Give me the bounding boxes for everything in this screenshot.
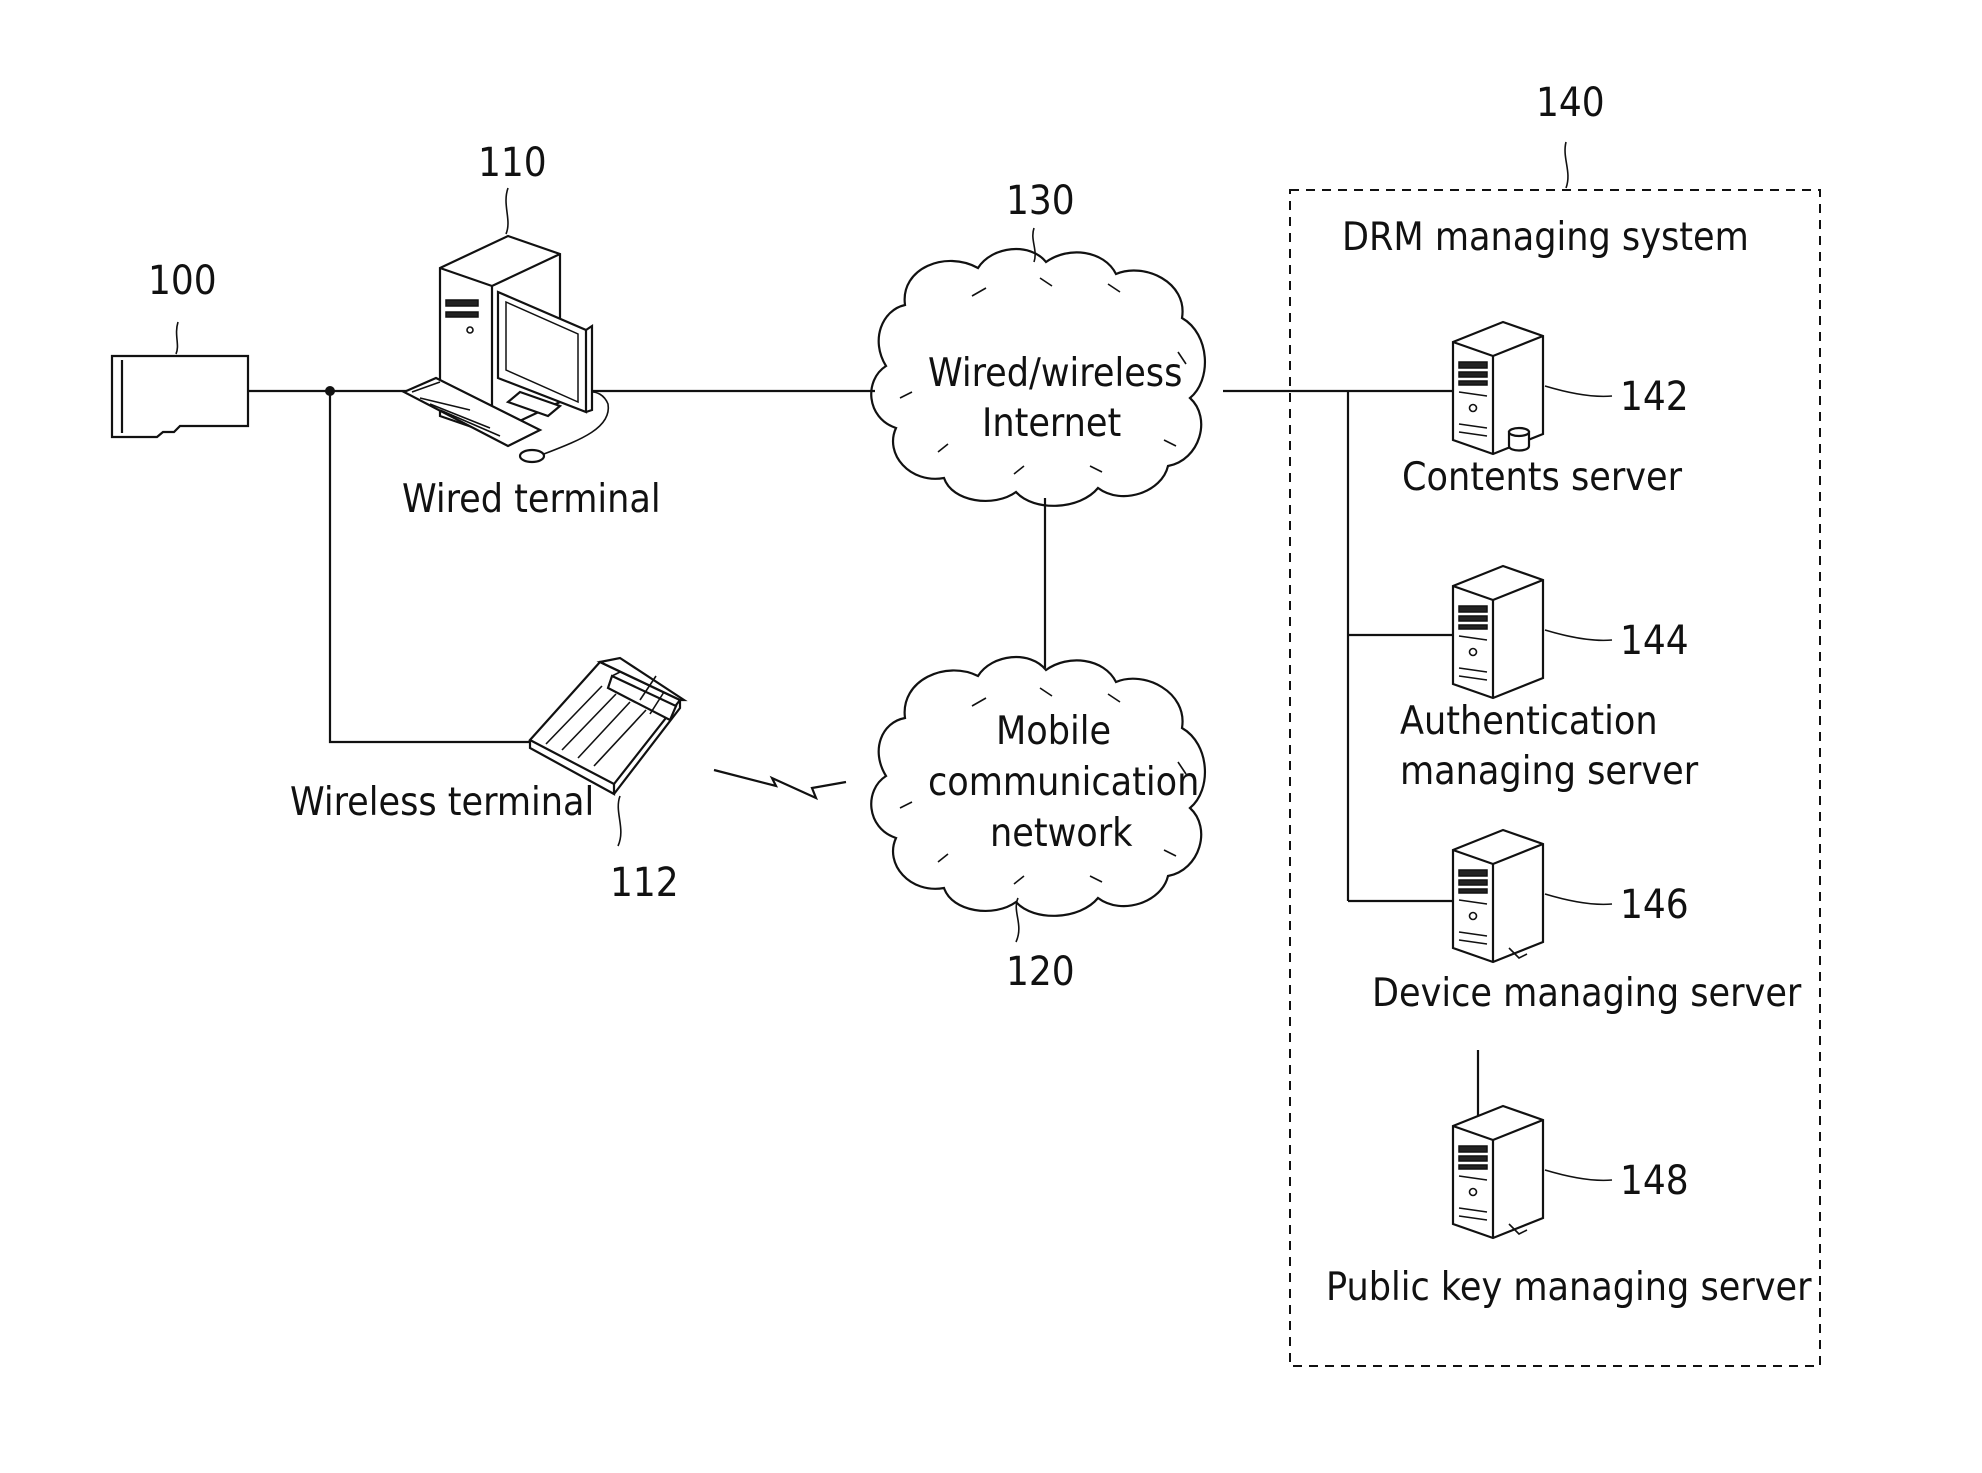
- leader-112: [618, 796, 621, 846]
- server-tower-icon: [1453, 322, 1543, 454]
- ref-device-server: 146: [1620, 882, 1689, 928]
- leader-140: [1565, 142, 1568, 188]
- label-auth-server-line2: managing server: [1400, 749, 1699, 794]
- ref-wireless-terminal: 112: [610, 860, 679, 906]
- lightning-signal-icon: [714, 770, 846, 798]
- label-contents-server: Contents server: [1402, 455, 1683, 500]
- server-tower-icon: [1453, 1106, 1543, 1238]
- leader-100: [176, 322, 178, 354]
- label-internet-line2: Internet: [982, 401, 1121, 446]
- label-wired-terminal: Wired terminal: [402, 477, 661, 522]
- ref-wired-terminal: 110: [478, 140, 547, 186]
- label-mobile-line1: Mobile: [996, 709, 1111, 754]
- label-pubkey-server: Public key managing server: [1326, 1265, 1812, 1310]
- leader-144: [1545, 630, 1612, 640]
- junction-to-laptop-line: [330, 391, 530, 742]
- label-mobile-line2: communication: [928, 760, 1199, 805]
- leader-142: [1545, 386, 1612, 396]
- server-tower-icon: [1453, 830, 1543, 962]
- leader-130: [1033, 228, 1035, 262]
- label-mobile-line3: network: [990, 811, 1133, 856]
- leader-148: [1545, 1170, 1612, 1180]
- desktop-computer-icon: [404, 236, 608, 462]
- leader-110: [506, 188, 508, 234]
- laptop-icon: [530, 658, 684, 794]
- label-wireless-terminal: Wireless terminal: [290, 780, 594, 825]
- label-drm-system: DRM managing system: [1342, 215, 1749, 260]
- memory-card-icon: [112, 356, 248, 437]
- ref-mobile-network: 120: [1006, 949, 1075, 995]
- label-auth-server-line1: Authentication: [1400, 699, 1658, 744]
- ref-internet: 130: [1006, 178, 1075, 224]
- label-internet-line1: Wired/wireless: [928, 351, 1182, 396]
- ref-drm-system: 140: [1536, 80, 1605, 126]
- ref-auth-server: 144: [1620, 618, 1689, 664]
- server-tower-icon: [1453, 566, 1543, 698]
- ref-card: 100: [148, 258, 217, 304]
- leader-146: [1545, 894, 1612, 904]
- ref-pubkey-server: 148: [1620, 1158, 1689, 1204]
- label-device-server: Device managing server: [1372, 971, 1802, 1016]
- ref-contents-server: 142: [1620, 374, 1689, 420]
